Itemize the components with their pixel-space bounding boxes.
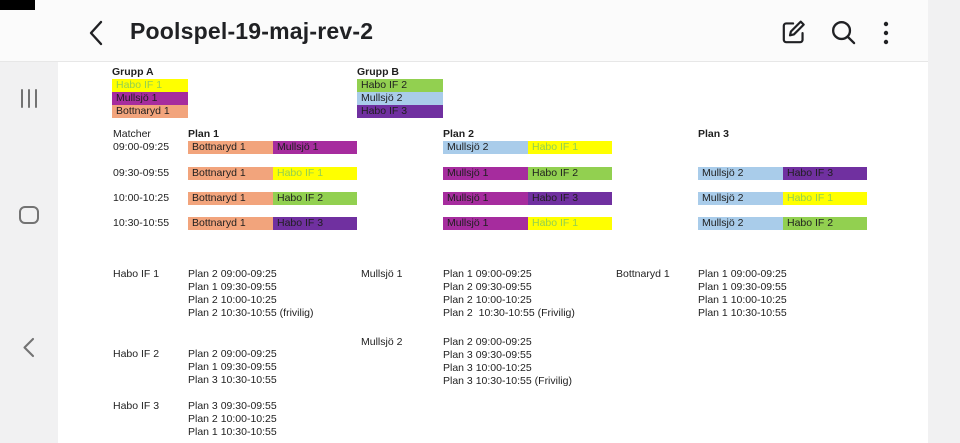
schedule-line: Plan 2 10:30-10:55 (Frivilig) [443,307,575,319]
schedule-team-label: Habo IF 3 [113,400,160,412]
schedule-team-label: Habo IF 2 [113,348,160,360]
match-cell-home: Bottnaryd 1 [188,217,273,230]
match-cell-home: Bottnaryd 1 [188,192,273,205]
schedule-line: Plan 2 10:30-10:55 (frivilig) [188,307,314,319]
schedule-line: Plan 1 10:30-10:55 [698,307,787,319]
match-cell-home: Mullsjö 1 [443,167,528,180]
time-label: 10:00-10:25 [113,192,170,204]
match-cell-away: Habo IF 2 [273,192,357,205]
schedule-line: Plan 1 10:30-10:55 [188,426,277,438]
match-cell-away: Habo IF 1 [528,141,612,154]
schedule-line: Plan 1 10:00-10:25 [698,294,787,306]
time-label: 10:30-10:55 [113,217,170,229]
team-cell: Habo IF 2 [357,79,443,92]
match-cell-home: Mullsjö 2 [698,217,783,230]
schedule-team-label: Bottnaryd 1 [616,268,670,280]
schedule-line: Plan 1 09:00-09:25 [443,268,532,280]
home-button[interactable] [19,206,39,224]
team-cell: Mullsjö 2 [357,92,443,105]
overflow-menu-button[interactable] [879,20,893,49]
group-header: Grupp A [112,66,154,78]
team-cell: Habo IF 3 [357,105,443,118]
document-title: Poolspel-19-maj-rev-2 [130,18,374,44]
match-cell-away: Mullsjö 1 [273,141,357,154]
search-icon [832,21,856,45]
match-cell-home: Bottnaryd 1 [188,167,273,180]
schedule-team-label: Mullsjö 2 [361,336,403,348]
android-nav-bar [0,10,58,443]
schedule-line: Plan 2 10:00-10:25 [188,294,277,306]
schedule-line: Plan 3 10:00-10:25 [443,362,532,374]
schedule-line: Plan 3 09:30-09:55 [443,349,532,361]
match-cell-away: Habo IF 3 [528,192,612,205]
recent-apps-icon [18,89,39,111]
schedule-line: Plan 2 09:00-09:25 [188,268,277,280]
home-icon [19,206,39,224]
plan-header: Plan 1 [188,128,219,140]
plan-header: Plan 3 [698,128,729,140]
match-cell-home: Mullsjö 1 [443,192,528,205]
group-header: Grupp B [357,66,399,78]
nav-back-icon [23,337,35,358]
match-cell-home: Mullsjö 2 [698,167,783,180]
team-cell: Mullsjö 1 [112,92,188,105]
match-cell-home: Mullsjö 1 [443,217,528,230]
match-cell-away: Habo IF 1 [528,217,612,230]
edit-button[interactable] [778,17,809,51]
schedule-team-label: Habo IF 1 [113,268,160,280]
schedule-line: Plan 1 09:30-09:55 [188,281,277,293]
match-cell-home: Mullsjö 2 [698,192,783,205]
more-vert-icon [883,21,889,45]
matches-label: Matcher [113,128,151,140]
schedule-line: Plan 1 09:30-09:55 [188,361,277,373]
match-cell-home: Bottnaryd 1 [188,141,273,154]
match-cell-away: Habo IF 3 [783,167,867,180]
team-cell: Habo IF 1 [112,79,188,92]
schedule-line: Plan 1 09:00-09:25 [698,268,787,280]
match-cell-away: Habo IF 3 [273,217,357,230]
nav-back-button[interactable] [22,337,35,361]
edit-icon [782,20,805,44]
match-cell-away: Habo IF 2 [783,217,867,230]
schedule-line: Plan 3 10:30-10:55 [188,374,277,386]
schedule-line: Plan 3 09:30-09:55 [188,400,277,412]
match-cell-away: Habo IF 1 [783,192,867,205]
back-chevron-icon [89,20,103,46]
app-bar: Poolspel-19-maj-rev-2 [0,0,928,62]
recents-button[interactable] [18,89,39,111]
match-cell-away: Habo IF 1 [273,167,357,180]
schedule-team-label: Mullsjö 1 [361,268,403,280]
back-button[interactable] [86,18,108,51]
schedule-line: Plan 2 09:30-09:55 [443,281,532,293]
schedule-line: Plan 1 09:30-09:55 [698,281,787,293]
schedule-line: Plan 3 10:30-10:55 (Frivilig) [443,375,572,387]
plan-header: Plan 2 [443,128,474,140]
schedule-line: Plan 2 09:00-09:25 [443,336,532,348]
match-cell-home: Mullsjö 2 [443,141,528,154]
camera-cutout [0,0,35,10]
schedule-line: Plan 2 10:00-10:25 [188,413,277,425]
match-cell-away: Habo IF 2 [528,167,612,180]
time-label: 09:00-09:25 [113,141,170,153]
time-label: 09:30-09:55 [113,167,170,179]
right-system-strip [928,0,960,443]
schedule-line: Plan 2 09:00-09:25 [188,348,277,360]
schedule-line: Plan 2 10:00-10:25 [443,294,532,306]
team-cell: Bottnaryd 1 [112,105,188,118]
search-button[interactable] [828,17,859,51]
